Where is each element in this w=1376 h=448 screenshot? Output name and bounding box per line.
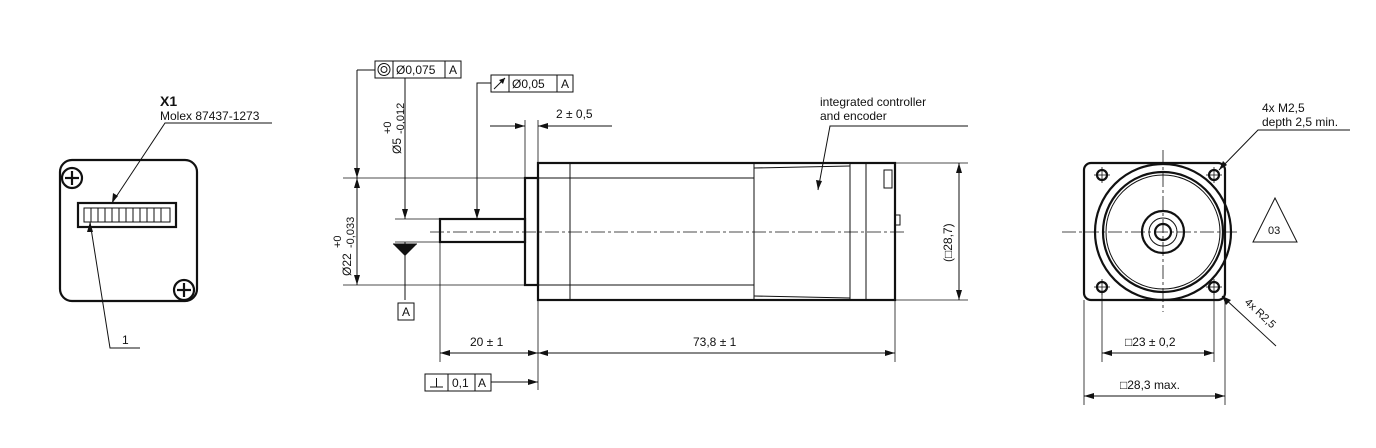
encoder-plug — [883, 169, 893, 189]
pin1-leader-arrowhead — [87, 222, 93, 232]
runout-frame: Ø0,05 A — [474, 74, 574, 219]
datum-box-a — [397, 302, 415, 321]
revision-number: 03 — [1268, 225, 1280, 237]
controller-note: integrated controller and encoder — [816, 95, 968, 191]
pin1-leader-line — [89, 221, 140, 349]
revision-triangle: 03 — [1252, 196, 1298, 243]
rear-tab — [894, 214, 901, 226]
connector-pin-row — [83, 207, 171, 223]
body-width-dim: □28,3 max. — [1084, 378, 1225, 399]
shaft-diameter-label: Ø5 +0 -0,012 — [382, 103, 407, 154]
datum-triangle — [393, 244, 417, 256]
motor-body-outline — [536, 161, 897, 302]
connector-body — [76, 201, 178, 229]
body-length-dim: 73,8 ± 1 — [538, 335, 895, 356]
svg-text:-0,033: -0,033 — [345, 217, 357, 248]
controller-note-line2: and encoder — [820, 109, 887, 123]
flange-thickness-dim: 2 ± 0,5 — [490, 107, 612, 129]
concentricity-datum: A — [449, 63, 457, 77]
screw-top-left — [60, 166, 84, 190]
connector-pins — [90, 208, 162, 222]
thread-leader — [1218, 129, 1350, 171]
perpendicularity-datum: A — [478, 376, 486, 390]
body-height-value: (□28,7) — [941, 223, 955, 262]
concentricity-frame: Ø0,075 A — [374, 60, 462, 79]
front-view: 4x M2,5 depth 2,5 min. 4x R2,5 03 □23 ± … — [1062, 101, 1350, 405]
flange-thickness-value: 2 ± 0,5 — [556, 107, 593, 121]
svg-text:-0,012: -0,012 — [395, 103, 407, 134]
svg-text:+0: +0 — [332, 235, 344, 248]
body-length-value: 73,8 ± 1 — [693, 335, 737, 349]
corner-radius-leader — [1221, 295, 1277, 347]
controller-leader — [817, 125, 968, 191]
body-height-dim: (□28,7) — [941, 163, 962, 300]
svg-text:+0: +0 — [382, 121, 394, 134]
svg-text:Ø22: Ø22 — [340, 253, 354, 276]
runout-value: Ø0,05 — [512, 77, 545, 91]
screw-head — [172, 278, 196, 302]
thread-spec-line1: 4x M2,5 — [1262, 101, 1305, 115]
shaft-length-dim: 20 ± 1 — [440, 335, 538, 356]
runout-leader — [476, 82, 491, 219]
runout-arrow-symbol — [493, 77, 506, 90]
x1-leader-line — [111, 122, 272, 204]
runout-datum: A — [561, 77, 569, 91]
flange-outline — [523, 176, 540, 287]
concentricity-value: Ø0,075 — [396, 63, 436, 77]
datum-label: A — [402, 305, 410, 319]
screw-head — [60, 166, 84, 190]
rear-view: X1 Molex 87437-1273 1 — [58, 93, 272, 349]
hole-spacing-value: □23 ± 0,2 — [1125, 335, 1176, 349]
rear-housing-outline — [58, 158, 199, 303]
screw-bottom-right — [172, 278, 196, 302]
concentricity-symbol — [377, 63, 391, 76]
body-width-value: □28,3 max. — [1120, 378, 1180, 392]
connector-designator: X1 — [160, 93, 177, 109]
shaft-outline — [438, 217, 527, 244]
svg-text:Ø5: Ø5 — [390, 138, 404, 154]
shaft-length-value: 20 ± 1 — [470, 335, 504, 349]
flange-diameter-label: Ø22 +0 -0,033 — [332, 217, 357, 276]
thread-spec-line2: depth 2,5 min. — [1262, 115, 1338, 129]
perpendicularity-value: 0,1 — [452, 376, 469, 390]
connector-x1 — [76, 201, 178, 229]
hole-spacing-dim: □23 ± 0,2 — [1102, 335, 1214, 356]
perpendicularity-frame: 0,1 A — [424, 373, 538, 392]
connector-part-number: Molex 87437-1273 — [160, 109, 260, 123]
corner-radius-value: 4x R2,5 — [1242, 296, 1278, 331]
x1-leader-arrowhead — [112, 193, 118, 203]
pin-number-label: 1 — [122, 333, 129, 347]
mounting-holes — [1094, 167, 1222, 295]
perpendicularity-symbol — [430, 378, 443, 388]
controller-note-line1: integrated controller — [820, 95, 926, 109]
side-view: Ø22 +0 -0,033 Ø5 +0 -0,012 A Ø0,075 — [332, 60, 968, 392]
